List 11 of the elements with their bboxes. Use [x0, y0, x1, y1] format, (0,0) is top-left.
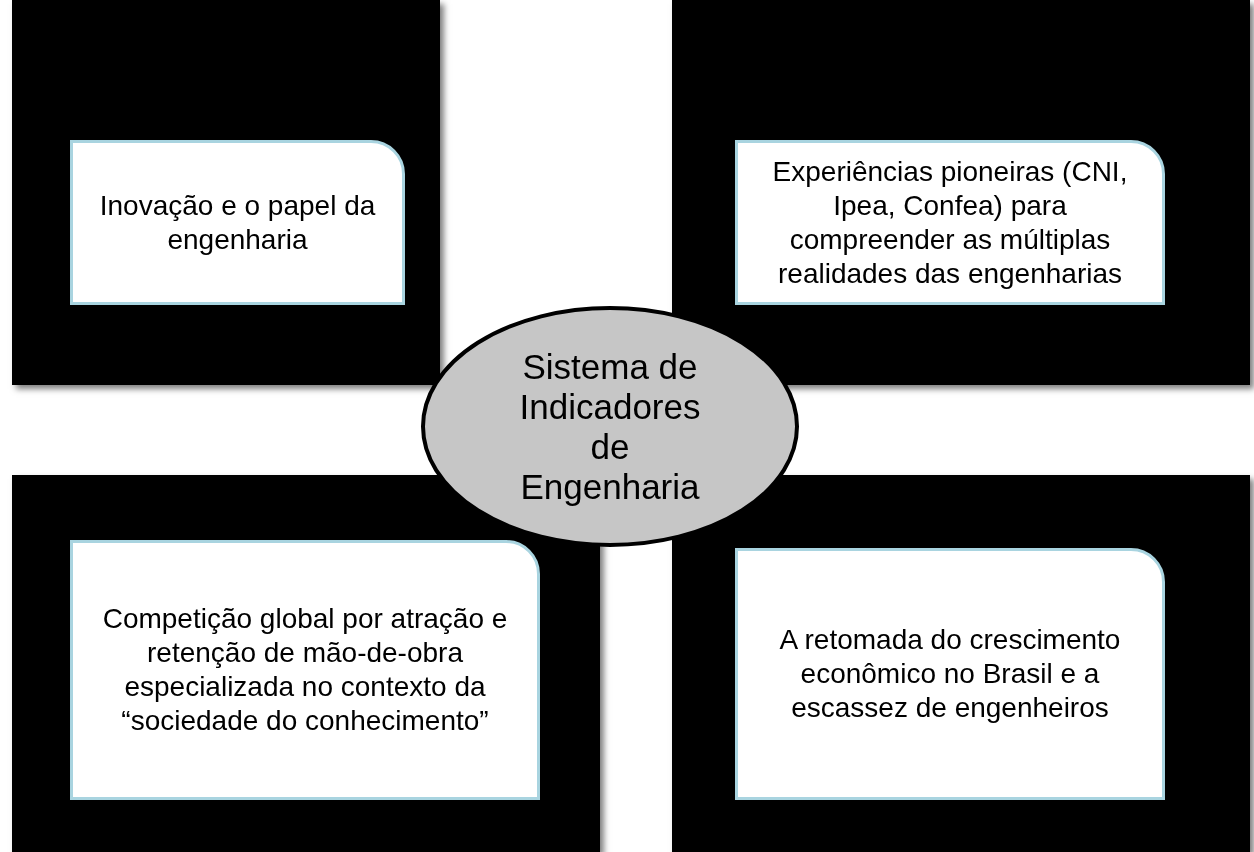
text-card — [735, 548, 1165, 800]
center-ellipse — [420, 305, 800, 548]
card-text: Competição global por atração e retenção de mão-de-obra especializada no contexto da “sociedade do conhecimento” — [101, 602, 509, 738]
text-card — [735, 140, 1165, 305]
text-card — [70, 140, 405, 305]
dark-panel — [12, 0, 440, 385]
card-text: Inovação e o papel da engenharia — [98, 188, 377, 257]
text-card — [70, 540, 540, 800]
card-text: Experiências pioneiras (CNI, Ipea, Confea) para compreender as múltiplas realidades das engenharias — [771, 154, 1129, 291]
center-title: Sistema de Indicadores de Engenharia — [518, 346, 702, 507]
card-text: A retomada do crescimento econômico no Brasil e a escassez de engenheiros — [778, 623, 1122, 725]
